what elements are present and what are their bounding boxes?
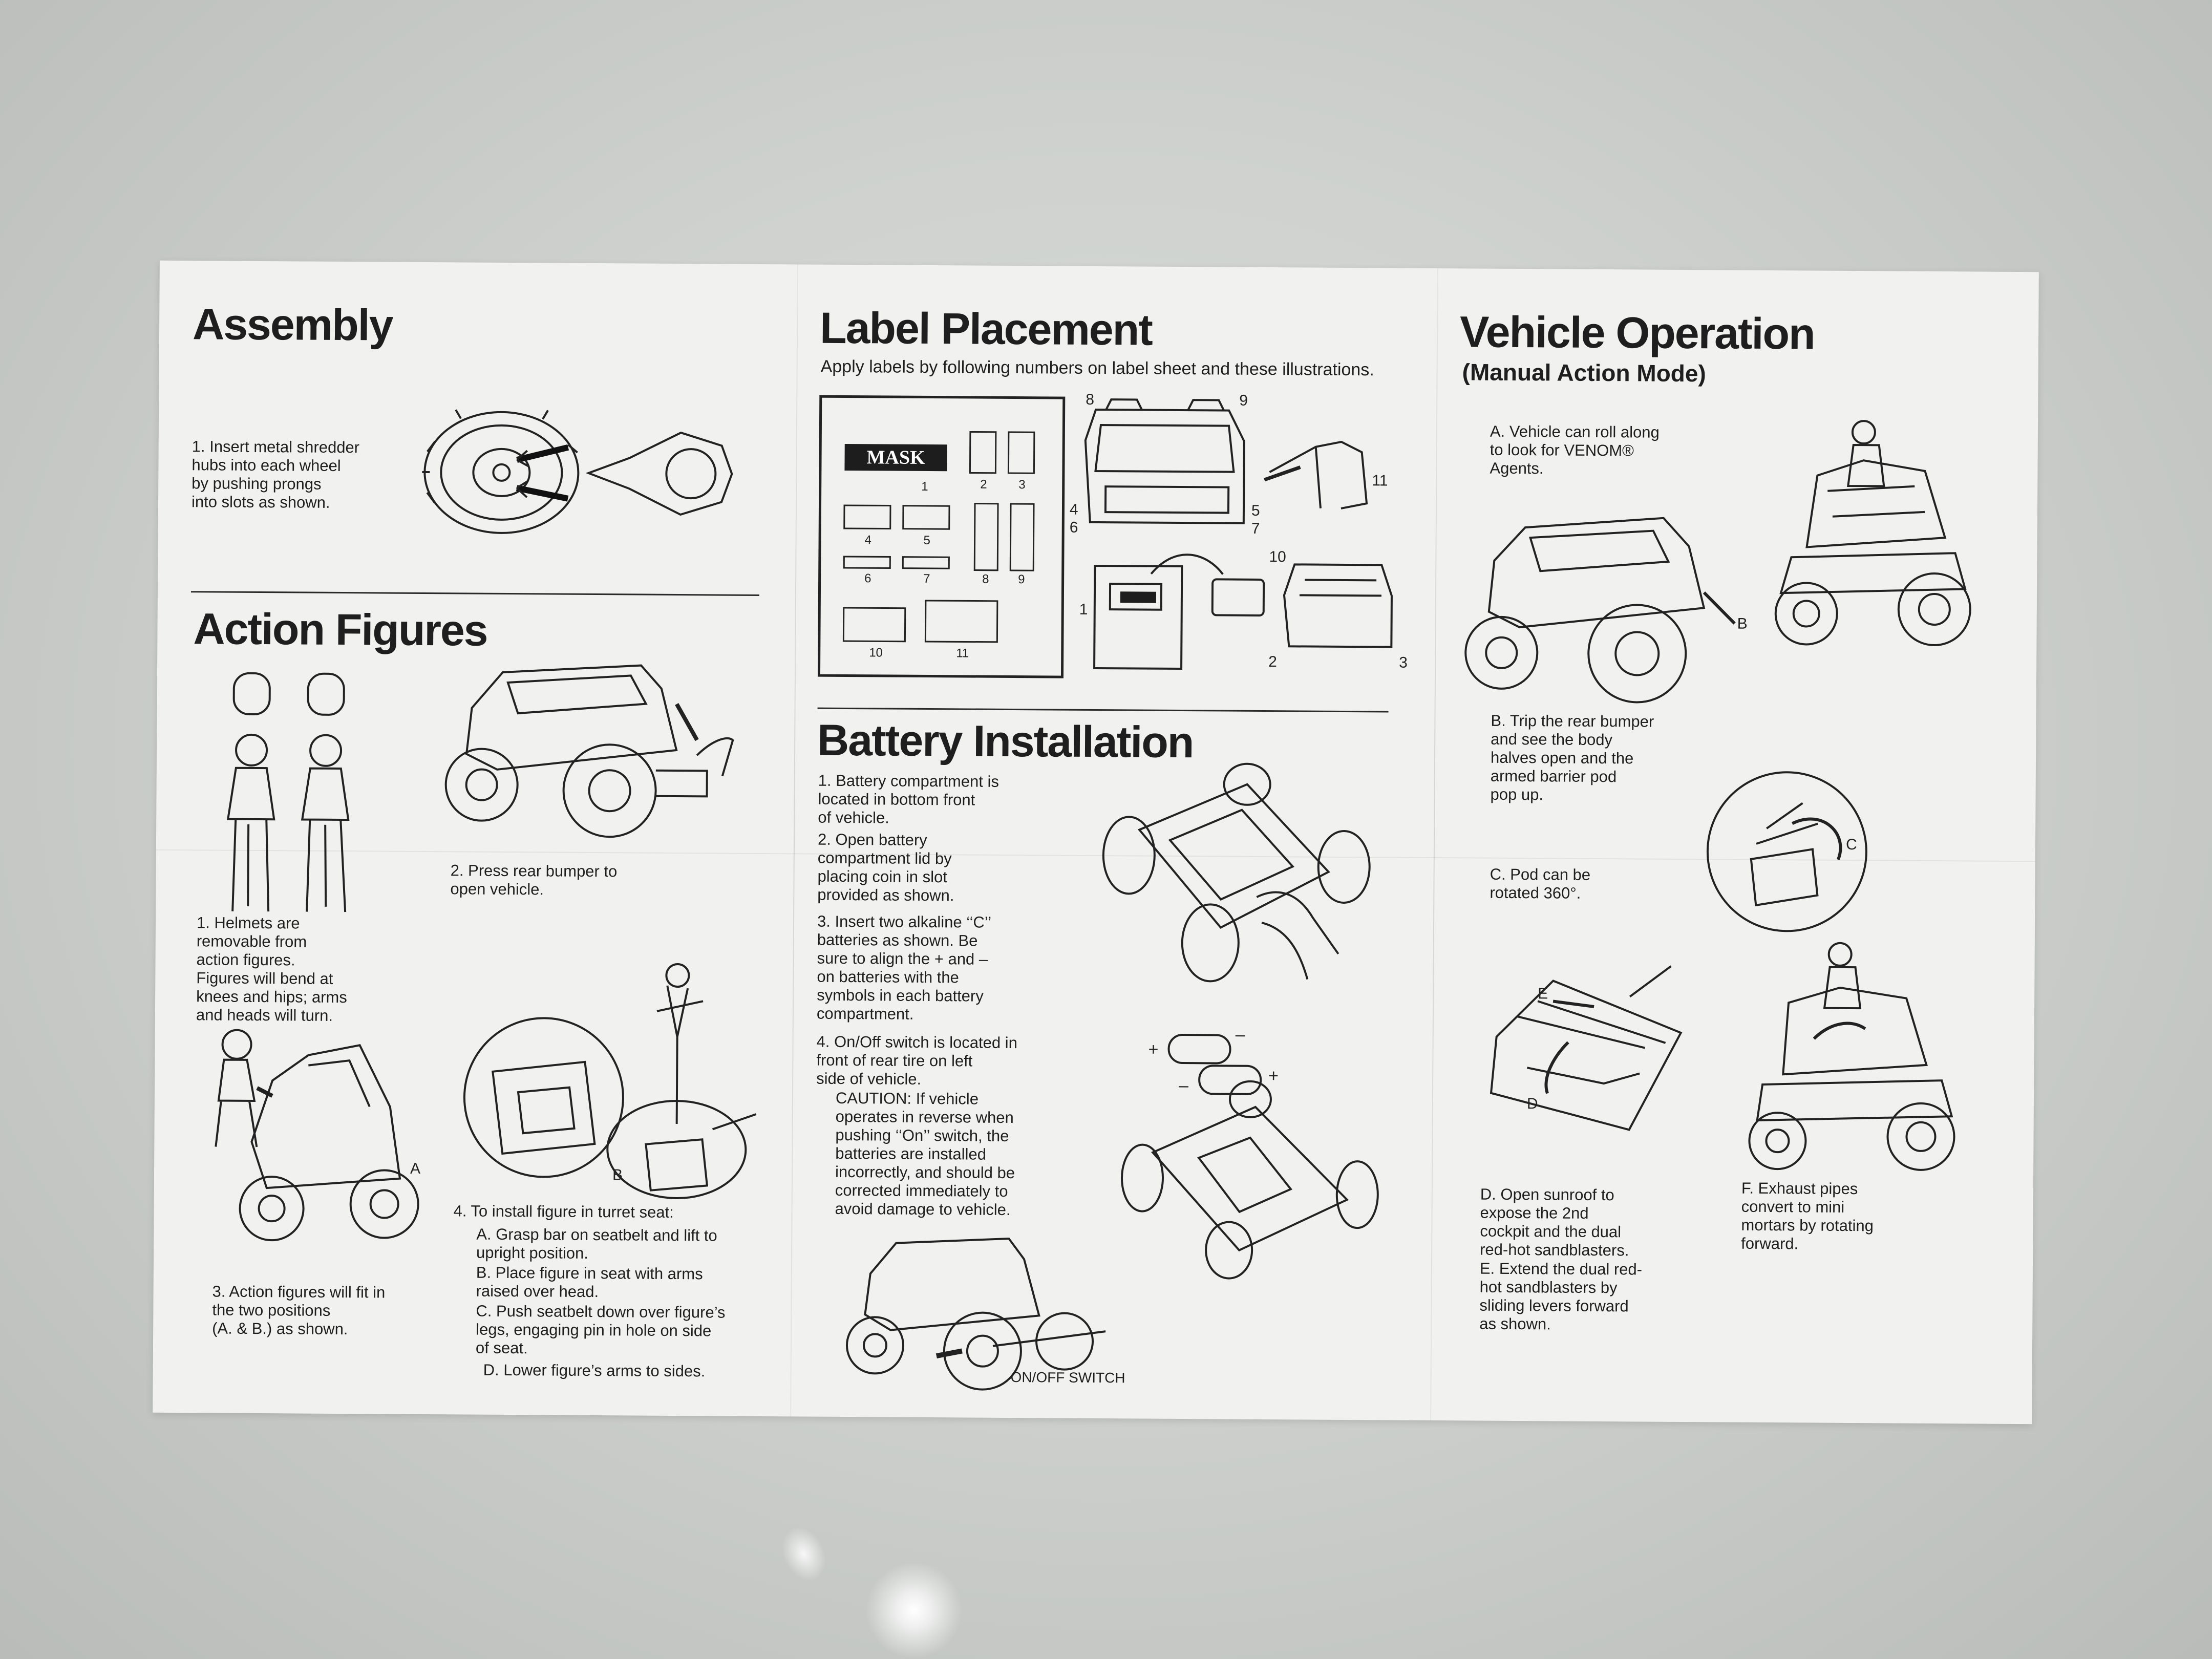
vehicle-step-a: A. Vehicle can roll along to look for VE… [1490, 422, 1660, 478]
turret-step-c: C. Push seatbelt down over figure’s legs… [475, 1302, 726, 1357]
on-off-switch-label: ON/OFF SWITCH [1010, 1369, 1125, 1386]
fold-line-left [790, 264, 798, 1417]
marker-a: A [410, 1160, 420, 1177]
battery-minus-2: – [1179, 1076, 1188, 1095]
turret-seat-illustration: B [461, 959, 760, 1201]
vehicle-rolling-illustration: B [1458, 504, 1748, 711]
light-glare [865, 1562, 963, 1659]
vehicle-marker-d: D [1527, 1095, 1538, 1112]
sheet-number-6: 6 [864, 571, 871, 585]
assembly-step-1: 1. Insert metal shredder hubs into each … [191, 437, 360, 512]
sheet-number-1: 1 [921, 480, 928, 494]
action-figures-illustration [217, 671, 403, 918]
vehicle-step-d: D. Open sunroof to expose the 2nd cockpi… [1480, 1185, 1629, 1260]
callout-3: 3 [1399, 654, 1408, 671]
instruction-sheet: Assembly 1. Insert metal shredder hubs i… [153, 260, 2039, 1424]
callout-4: 4 [1070, 501, 1078, 518]
on-off-switch-illustration [839, 1227, 1121, 1413]
sheet-number-2: 2 [980, 478, 987, 492]
callout-11: 11 [1372, 472, 1388, 489]
press-bumper-illustration [435, 651, 733, 853]
turret-step-d: D. Lower figure’s arms to sides. [483, 1360, 706, 1380]
callout-7: 7 [1251, 520, 1260, 537]
battery-caution: CAUTION: If vehicle operates in reverse … [835, 1089, 1015, 1219]
label-sheet-box: MASK 1 2 3 4 5 6 7 8 9 10 11 [817, 395, 1066, 678]
sheet-number-9: 9 [1018, 572, 1025, 586]
assembly-title: Assembly [192, 300, 393, 350]
sheet-number-8: 8 [982, 572, 989, 586]
label-placement-subtitle: Apply labels by following numbers on lab… [820, 356, 1374, 380]
sheet-number-11: 11 [956, 646, 969, 660]
battery-step-1: 1. Battery compartment is located in bot… [818, 771, 999, 827]
label-sheet-drawing: 1 2 3 4 5 6 7 8 9 10 11 [842, 431, 1035, 660]
battery-step-2: 2. Open battery compartment lid by placi… [817, 830, 954, 905]
action-figures-title: Action Figures [193, 604, 487, 655]
callout-9: 9 [1239, 392, 1248, 409]
vehicle-marker-b: B [1737, 615, 1748, 632]
figure-positions-illustration: A [205, 1024, 420, 1250]
callout-2: 2 [1268, 653, 1277, 670]
vehicle-step-c: C. Pod can be rotated 360°. [1490, 865, 1591, 902]
sheet-number-7: 7 [923, 572, 930, 586]
assembly-divider [190, 591, 759, 596]
callout-1: 1 [1079, 601, 1088, 618]
wheel-hub-illustration [414, 395, 742, 551]
sheet-number-10: 10 [869, 646, 883, 660]
label-placement-diagrams: 4 6 5 7 8 9 11 1 10 2 3 [1070, 391, 1408, 671]
action-figures-step-2: 2. Press rear bumper to open vehicle. [450, 861, 618, 899]
sheet-number-5: 5 [924, 534, 931, 547]
action-figures-step-3: 3. Action figures will fit in the two po… [212, 1282, 386, 1338]
battery-step-4: 4. On/Off switch is located in front of … [816, 1032, 1017, 1088]
turret-step-a: A. Grasp bar on seatbelt and lift to upr… [476, 1225, 717, 1262]
vehicle-step-f: F. Exhaust pipes convert to mini mortars… [1741, 1179, 1874, 1253]
label-placement-divider [817, 707, 1389, 713]
vehicle-operation-title: Vehicle Operation [1459, 307, 1815, 359]
marker-b: B [612, 1166, 623, 1183]
vehicle-open-illustration [1760, 414, 1992, 661]
callout-6: 6 [1070, 519, 1078, 536]
light-glare-small [773, 1520, 835, 1588]
label-placement-title: Label Placement [819, 303, 1153, 355]
callout-10: 10 [1269, 548, 1286, 565]
vehicle-marker-e: E [1538, 985, 1548, 1002]
vehicle-step-b: B. Trip the rear bumper and see the body… [1490, 711, 1654, 804]
action-figures-step-4: 4. To install figure in turret seat: [453, 1202, 674, 1221]
battery-plus-1: + [1148, 1040, 1158, 1059]
action-figures-step-1: 1. Helmets are removable from action fig… [196, 913, 347, 1025]
sheet-number-4: 4 [865, 533, 872, 547]
turret-step-b: B. Place figure in seat with arms raised… [476, 1263, 703, 1301]
vehicle-marker-c: C [1846, 836, 1857, 853]
pod-rotation-illustration: C [1699, 761, 1885, 947]
battery-compartment-illustration [1092, 773, 1386, 1010]
battery-plus-2: + [1268, 1066, 1279, 1086]
battery-minus-1: – [1236, 1025, 1245, 1045]
vehicle-operation-subtitle: (Manual Action Mode) [1462, 358, 1706, 387]
battery-title: Battery Installation [817, 715, 1194, 768]
vehicle-step-e: E. Extend the dual red- hot sandblasters… [1479, 1259, 1643, 1333]
battery-step-3: 3. Insert two alkaline ‘‘C’’ batteries a… [816, 912, 992, 1023]
exhaust-mortars-illustration [1736, 936, 1984, 1183]
sunroof-illustration: E D [1475, 955, 1707, 1161]
callout-5: 5 [1251, 502, 1260, 519]
sheet-number-3: 3 [1018, 478, 1026, 492]
battery-insert-illustration: + – – + [1121, 1025, 1379, 1266]
callout-8: 8 [1086, 391, 1094, 408]
